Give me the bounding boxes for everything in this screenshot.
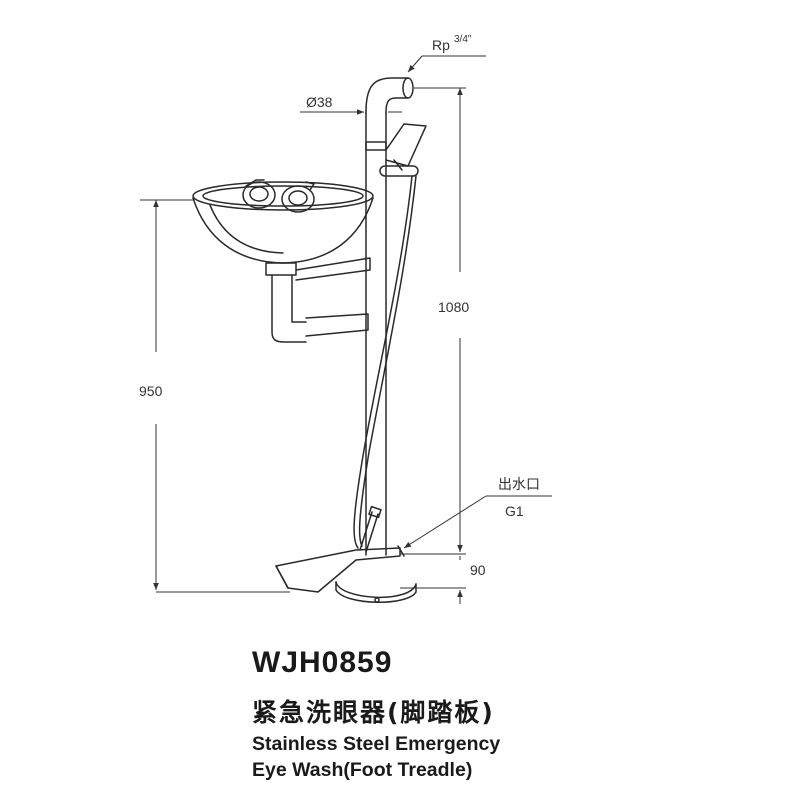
product-name-en-line2: Eye Wash(Foot Treadle) (252, 759, 473, 781)
label-1080: 1080 (438, 299, 469, 315)
label-inlet-fraction: 3/4" (454, 34, 472, 45)
inlet-leader (407, 55, 486, 73)
outlet-leader (403, 495, 552, 549)
spray-heads (242, 179, 315, 213)
dimension-90 (400, 556, 466, 604)
drain-pipe (265, 257, 371, 343)
base-plate (335, 581, 417, 603)
label-outlet: 出水口 (498, 476, 540, 492)
hose (353, 175, 417, 549)
dimension-1080 (400, 87, 466, 555)
label-950: 950 (139, 383, 163, 399)
label-inlet-thread: Rp (432, 37, 450, 53)
dimension-950 (140, 199, 290, 593)
label-90: 90 (470, 562, 486, 578)
model-number: WJH0859 (252, 646, 393, 679)
product-name-cn: 紧急洗眼器(脚踏板) (252, 698, 495, 727)
label-outlet-thread: G1 (505, 503, 524, 519)
push-handle (379, 123, 427, 177)
product-name-en-line1: Stainless Steel Emergency (252, 733, 501, 755)
label-diameter: Ø38 (306, 94, 333, 110)
foot-pedal (275, 505, 405, 593)
